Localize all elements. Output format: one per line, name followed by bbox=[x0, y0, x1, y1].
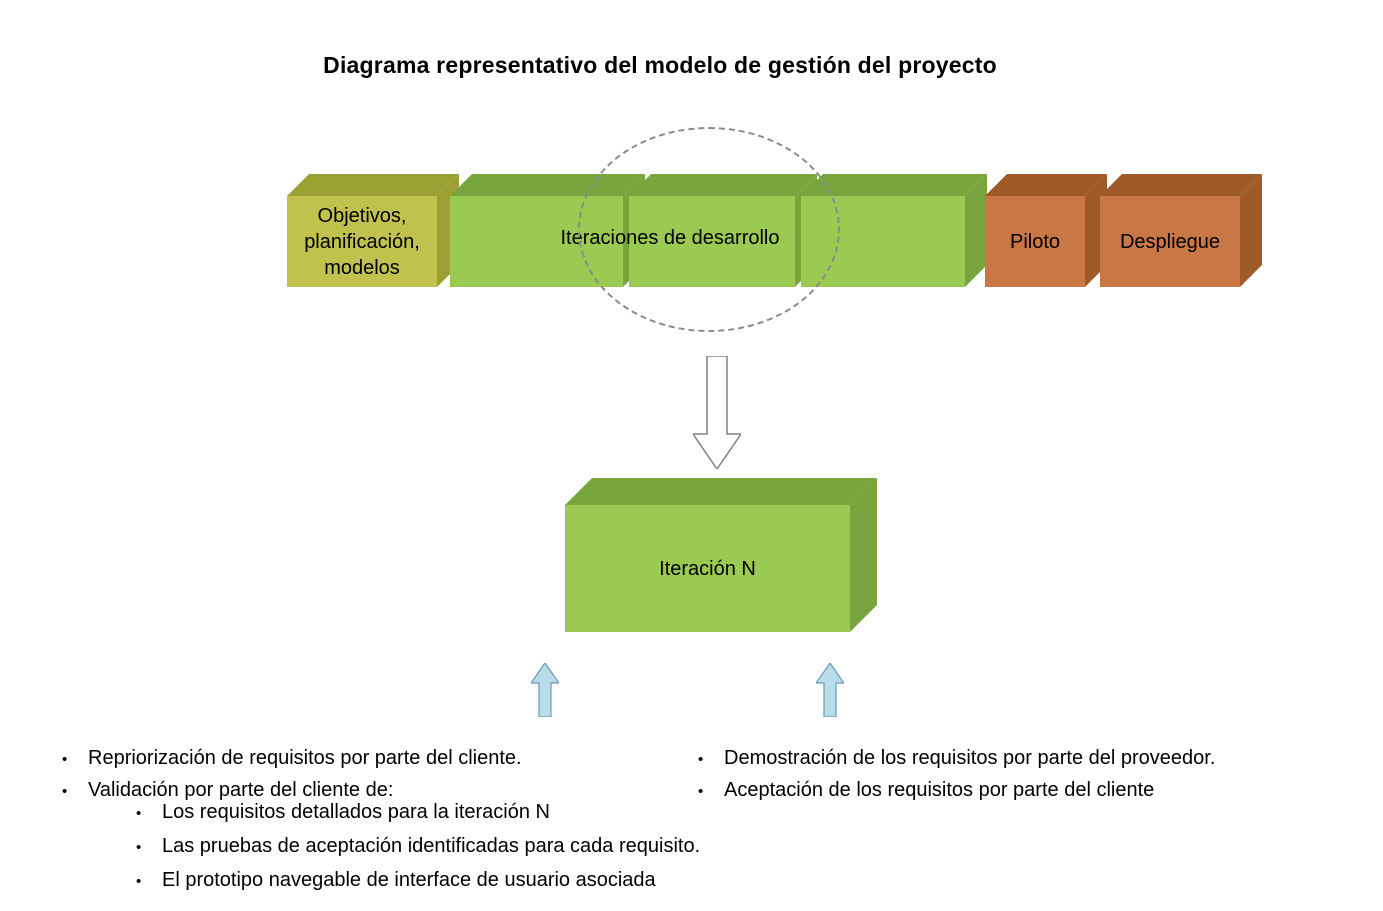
bullet-text: Las pruebas de aceptación identificadas … bbox=[162, 835, 701, 857]
box-front-face: Objetivos, planificación, modelos bbox=[287, 196, 437, 287]
bullet-text: Demostración de los requisitos por parte… bbox=[724, 747, 1216, 769]
iteration-n-label: Iteración N bbox=[659, 557, 756, 580]
phase-box-piloto: Piloto bbox=[985, 174, 1107, 287]
list-item: • Demostración de los requisitos por par… bbox=[698, 747, 1215, 771]
bullet-icon: • bbox=[136, 805, 142, 822]
box-top-face bbox=[450, 174, 645, 196]
bullet-text: Validación por parte del cliente de: bbox=[88, 779, 394, 801]
box-front-face bbox=[450, 196, 623, 287]
box-front-face: Despliegue bbox=[1100, 196, 1240, 287]
diagram-title: Diagrama representativo del modelo de ge… bbox=[323, 52, 997, 78]
iteration-n-box: Iteración N bbox=[565, 478, 877, 632]
phase-box-objetivos: Objetivos, planificación, modelos bbox=[287, 174, 459, 287]
iterations-label: Iteraciones de desarrollo bbox=[560, 227, 780, 249]
phase-box-iteration-1 bbox=[450, 174, 645, 287]
list-item: • Las pruebas de aceptación identificada… bbox=[136, 835, 700, 859]
box-side-face bbox=[1240, 174, 1262, 287]
box-side-face bbox=[850, 478, 877, 632]
phase-box-iteration-2 bbox=[629, 174, 817, 287]
list-item: • El prototipo navegable de interface de… bbox=[136, 869, 700, 893]
bullet-icon: • bbox=[698, 751, 704, 768]
phase-label-despliegue: Despliegue bbox=[1119, 230, 1221, 253]
down-arrow bbox=[693, 356, 741, 469]
box-front-face: Piloto bbox=[985, 196, 1085, 287]
box-side-face bbox=[965, 174, 987, 287]
box-top-face bbox=[629, 174, 817, 196]
list-item: • Aceptación de los requisitos por parte… bbox=[698, 779, 1215, 803]
bullet-text: Los requisitos detallados para la iterac… bbox=[162, 801, 550, 823]
phase-box-despliegue: Despliegue bbox=[1100, 174, 1262, 287]
list-item: • Los requisitos detallados para la iter… bbox=[136, 801, 700, 825]
bullet-text: Aceptación de los requisitos por parte d… bbox=[724, 779, 1155, 801]
box-front-face bbox=[629, 196, 795, 287]
bullet-icon: • bbox=[62, 751, 68, 768]
bullet-list-right: • Demostración de los requisitos por par… bbox=[698, 747, 1215, 811]
phase-label-objetivos: Objetivos, planificación, modelos bbox=[304, 204, 420, 279]
box-top-face bbox=[1100, 174, 1262, 196]
bullet-text: El prototipo navegable de interface de u… bbox=[162, 869, 656, 891]
list-item: • Repriorización de requisitos por parte… bbox=[62, 747, 522, 771]
bullet-list-sub: • Los requisitos detallados para la iter… bbox=[136, 801, 700, 903]
phase-box-iteration-3 bbox=[801, 174, 987, 287]
bullet-icon: • bbox=[698, 783, 704, 800]
up-arrow-right bbox=[816, 663, 844, 717]
up-arrow-left bbox=[531, 663, 559, 717]
bullet-icon: • bbox=[136, 873, 142, 890]
list-item: • Validación por parte del cliente de: bbox=[62, 779, 522, 803]
box-front-face: Iteración N bbox=[565, 505, 850, 632]
bullet-text: Repriorización de requisitos por parte d… bbox=[88, 747, 522, 769]
bullet-icon: • bbox=[62, 783, 68, 800]
bullet-icon: • bbox=[136, 839, 142, 856]
bullet-list-left: • Repriorización de requisitos por parte… bbox=[62, 747, 522, 811]
box-top-face bbox=[801, 174, 987, 196]
box-top-face bbox=[287, 174, 459, 196]
box-top-face bbox=[565, 478, 877, 505]
box-front-face bbox=[801, 196, 965, 287]
phase-label-piloto: Piloto bbox=[1009, 230, 1061, 253]
